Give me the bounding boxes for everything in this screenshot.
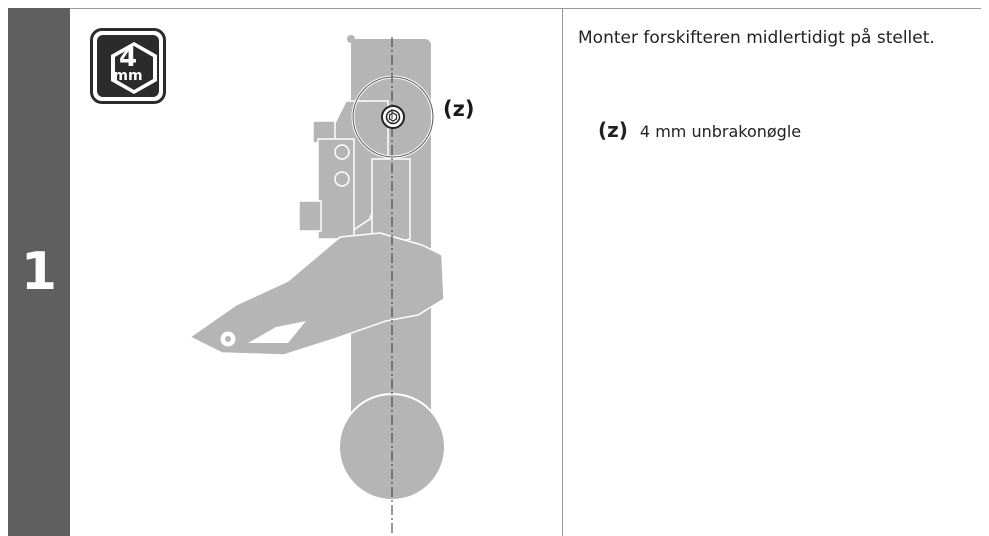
hex-wrench-icon xyxy=(111,42,157,94)
tool-size: 4 xyxy=(118,43,138,73)
tool-badge: 4 mm xyxy=(90,28,166,104)
derailleur-illustration: 4 mm (z) xyxy=(70,9,562,536)
clamp-bolt xyxy=(381,105,405,129)
legend-key: (z) xyxy=(598,118,628,142)
chain-cage xyxy=(188,232,445,356)
legend-item: (z) 4 mm unbrakonøgle xyxy=(598,118,801,142)
legend-text: 4 mm unbrakonøgle xyxy=(639,122,802,141)
tool-unit: mm xyxy=(113,68,143,84)
cage-slot xyxy=(248,321,306,343)
step-number-bar: 1 xyxy=(8,8,70,536)
top-rule xyxy=(70,8,981,9)
step-number: 1 xyxy=(20,242,58,302)
derailleur-body xyxy=(298,100,411,250)
front-derailleur-figure xyxy=(188,35,446,536)
instruction-text: Monter forskifteren midlertidigt på stel… xyxy=(578,28,935,48)
column-divider xyxy=(562,8,563,536)
callout-label: (z) xyxy=(443,97,475,121)
